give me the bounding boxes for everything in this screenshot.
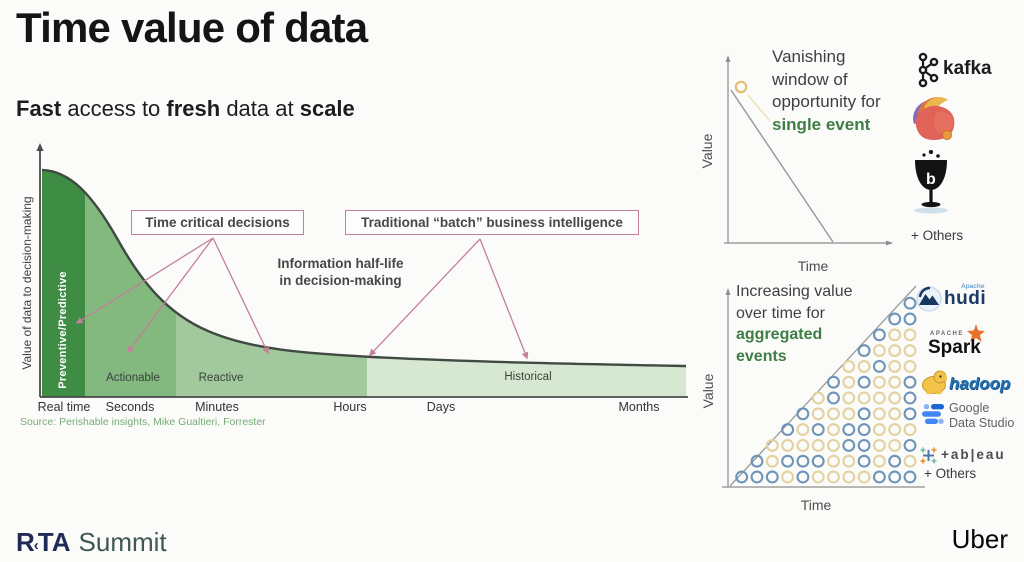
- hudi-label: hudi: [944, 288, 987, 309]
- zone-label-reactive: Reactive: [198, 372, 244, 384]
- single-event-highlight: single event: [772, 114, 871, 134]
- spark-apache-label: APACHE: [930, 331, 964, 337]
- page-title: Time value of data: [16, 4, 368, 51]
- rta-logo-r: R: [16, 527, 35, 557]
- hadoop-elephant-icon: [922, 370, 947, 395]
- callout-batch-bi: Traditional “batch” business intelligenc…: [345, 210, 639, 235]
- single-event-note-line: Vanishing: [772, 47, 846, 66]
- subtitle-part: data at: [220, 96, 300, 121]
- spark-star-icon: [967, 324, 985, 342]
- zone-label-actionable: Actionable: [106, 372, 160, 384]
- single-event-y-label: Value: [699, 133, 715, 169]
- hudi-apache-label: Apache: [961, 283, 985, 290]
- aggregated-highlight: aggregated: [736, 326, 823, 343]
- single-event-note: Vanishing window of opportunity for sing…: [772, 46, 881, 136]
- x-tick-hours: Hours: [333, 400, 367, 414]
- main-y-axis-label: Value of data to decision-making: [20, 196, 34, 370]
- hudi-icon: [916, 286, 942, 312]
- y-axis-arrow-icon: [36, 143, 44, 151]
- google-data-studio-label: Google Data Studio: [949, 401, 1014, 431]
- goblet-b-icon: b: [914, 150, 948, 214]
- aggregated-note-line: over time for: [736, 304, 825, 322]
- callout-time-critical: Time critical decisions: [131, 210, 304, 235]
- single-event-x-label: Time: [797, 258, 829, 274]
- aggregated-note: Increasing value over time for aggregate…: [736, 281, 853, 367]
- google-data-studio-icon: [922, 404, 944, 424]
- single-event-marker-icon: [734, 80, 748, 94]
- aggregated-note-line: Increasing value: [736, 283, 853, 300]
- kafka-icon: [918, 52, 939, 88]
- rta-logo-ta: TA: [37, 527, 71, 557]
- zone-label-historical: Historical: [504, 371, 552, 383]
- x-tick-real-time: Real time: [37, 400, 91, 414]
- zone-label-preventive: Preventive/Predictive: [57, 271, 69, 389]
- aggregated-x-label: Time: [800, 497, 832, 513]
- rta-logo-summit: Summit: [78, 527, 167, 557]
- subtitle: Fast access to fresh data at scale: [16, 96, 355, 122]
- others-label-bottom: + Others: [924, 466, 977, 481]
- rta-logo-chevron-icon: ‹: [33, 537, 39, 554]
- x-tick-days: Days: [426, 400, 456, 414]
- aggregated-highlight: events: [736, 347, 787, 365]
- svg-text:b: b: [926, 171, 936, 188]
- hadoop-label: hadoop: [949, 374, 1011, 393]
- source-note: Source: Perishable insights, Mike Gualti…: [20, 416, 266, 428]
- tableau-label: +ab|eau: [941, 447, 1006, 462]
- gds-label-line1: Google: [949, 401, 990, 415]
- subtitle-part: Fast: [16, 96, 62, 121]
- others-label-top: + Others: [911, 228, 964, 243]
- subtitle-part: fresh: [166, 96, 221, 121]
- aggregated-y-label: Value: [700, 373, 716, 409]
- subtitle-part: access to: [61, 96, 167, 121]
- single-event-note-line: opportunity for: [772, 92, 881, 111]
- x-tick-minutes: Minutes: [195, 400, 239, 414]
- kafka-label: kafka: [943, 58, 992, 79]
- spark-label: Spark: [928, 337, 981, 358]
- x-tick-months: Months: [618, 400, 660, 414]
- half-life-note-line1: Information half-life: [277, 256, 404, 271]
- single-event-note-line: window of: [772, 69, 848, 89]
- redpanda-icon: [913, 97, 955, 140]
- half-life-note: Information half-life in decision-making: [248, 255, 433, 289]
- half-life-note-line2: in decision-making: [279, 273, 402, 288]
- uber-logo: Uber: [951, 524, 1008, 554]
- gds-label-line2: Data Studio: [949, 416, 1015, 430]
- x-tick-seconds: Seconds: [105, 400, 155, 414]
- tableau-icon: [920, 447, 937, 464]
- subtitle-part: scale: [299, 96, 355, 121]
